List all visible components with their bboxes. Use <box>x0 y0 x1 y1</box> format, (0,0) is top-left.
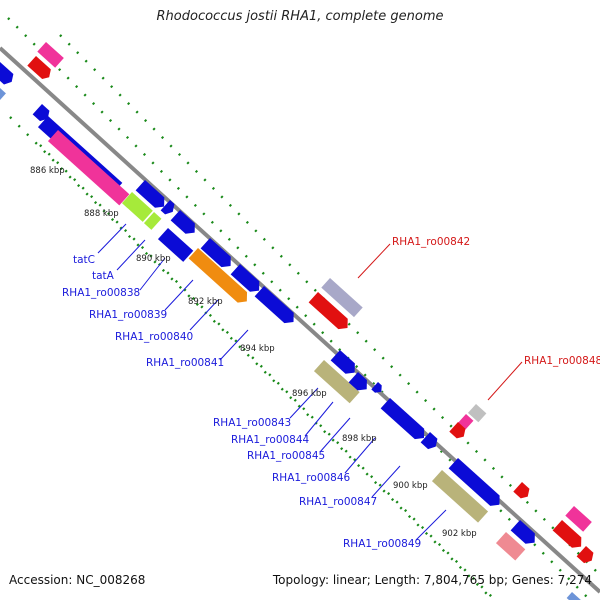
scale-tick-label: 888 kbp <box>84 209 119 219</box>
gene-label[interactable]: RHA1_ro00849 <box>343 538 421 550</box>
scale-tick-label: 886 kbp <box>30 166 65 176</box>
gene-pink-long[interactable] <box>47 130 130 206</box>
gene-red-842[interactable] <box>308 292 353 333</box>
gene-red-bottom-2[interactable] <box>576 546 597 566</box>
gene-pink-top[interactable] <box>37 42 64 68</box>
gene-blue-bottom-right[interactable] <box>566 592 584 600</box>
gene-pink-bottom[interactable] <box>565 506 592 532</box>
gene-labels-minus: tatC tatA RHA1_ro00838 RHA1_ro00839 RHA1… <box>62 254 421 550</box>
gene-label[interactable]: tatC <box>73 254 95 266</box>
gene-grey-842[interactable] <box>321 278 363 318</box>
gene-blue-11[interactable] <box>420 432 441 452</box>
minus-strand-genes <box>0 62 584 600</box>
gene-label[interactable]: RHA1_ro00847 <box>299 496 377 508</box>
plus-strand-genes <box>27 42 597 566</box>
gene-blue-12[interactable] <box>448 458 504 510</box>
map-title: Rhodococcus jostii RHA1, complete genome <box>156 9 444 24</box>
scale-tick-label: 898 kbp <box>342 434 377 444</box>
scale-tick-label: 894 kbp <box>240 344 275 354</box>
gene-label[interactable]: RHA1_ro00846 <box>272 472 351 484</box>
gene-label[interactable]: RHA1_ro00843 <box>213 417 291 429</box>
scale-labels: 886 kbp 888 kbp 890 kbp 892 kbp 894 kbp … <box>30 166 477 539</box>
gene-blue-7[interactable] <box>330 350 360 378</box>
genome-axis <box>0 46 600 594</box>
scale-tick-label: 892 kbp <box>188 297 223 307</box>
gene-red-bottom[interactable] <box>552 520 586 552</box>
gene-blue-13[interactable] <box>510 520 540 548</box>
scale-tick-label: 900 kbp <box>393 481 428 491</box>
gene-label[interactable]: RHA1_ro00842 <box>392 236 470 248</box>
gene-blue-9[interactable] <box>371 382 384 395</box>
gene-label[interactable]: RHA1_ro00845 <box>247 450 325 462</box>
gene-blue-8[interactable] <box>348 372 372 394</box>
scale-tick-label: 896 kbp <box>292 389 327 399</box>
gene-red-small[interactable] <box>513 482 532 501</box>
gene-blue-small[interactable] <box>160 200 178 217</box>
gene-lightblue-top-left[interactable] <box>0 88 6 101</box>
gene-label[interactable]: RHA1_ro00838 <box>62 287 140 299</box>
gene-orange[interactable] <box>188 248 252 307</box>
gene-lime[interactable] <box>121 192 153 222</box>
gene-salmon[interactable] <box>495 532 526 561</box>
gene-blue-10[interactable] <box>380 398 429 443</box>
callout-lines-red <box>357 243 523 401</box>
genome-summary: Topology: linear; Length: 7,804,765 bp; … <box>272 573 592 587</box>
guide-line-top <box>59 34 600 576</box>
gene-lime-small[interactable] <box>143 212 162 230</box>
scale-tick-label: 890 kbp <box>136 254 171 264</box>
gene-label[interactable]: RHA1_ro00840 <box>115 331 193 343</box>
accession-label: Accession: NC_008268 <box>9 573 146 587</box>
gene-labels-plus: RHA1_ro00842 RHA1_ro00848 <box>392 236 600 367</box>
gene-blue-4[interactable] <box>157 228 194 262</box>
guide-line-lower <box>9 116 493 600</box>
gene-label[interactable]: tatA <box>92 270 115 282</box>
gene-blue-5[interactable] <box>230 264 264 296</box>
gene-blue-top-left[interactable] <box>0 62 16 87</box>
gene-label[interactable]: RHA1_ro00839 <box>89 309 167 321</box>
gene-label[interactable]: RHA1_ro00848 <box>524 355 600 367</box>
guide-line-outer-top <box>7 17 592 600</box>
gene-label[interactable]: RHA1_ro00844 <box>231 434 310 446</box>
gene-grey-848[interactable] <box>467 404 487 423</box>
gene-khaki-1[interactable] <box>313 360 360 404</box>
gene-arrow-1[interactable] <box>32 104 53 124</box>
gene-red-top[interactable] <box>27 56 54 82</box>
gene-blue-1[interactable] <box>135 180 169 212</box>
gene-khaki-2[interactable] <box>431 470 489 523</box>
gene-blue-3[interactable] <box>200 238 236 271</box>
gene-label[interactable]: RHA1_ro00841 <box>146 357 224 369</box>
dotted-guides <box>7 17 600 600</box>
scale-tick-label: 902 kbp <box>442 529 477 539</box>
gene-blue-6[interactable] <box>254 286 299 327</box>
callout-lines <box>97 223 447 541</box>
gene-red-848[interactable] <box>449 422 468 441</box>
gene-blue-2[interactable] <box>170 210 200 238</box>
